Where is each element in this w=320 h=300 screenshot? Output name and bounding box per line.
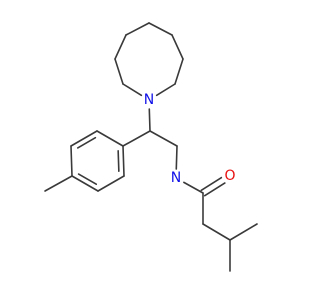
azepane-bond [174,58,184,85]
carbonyl-double-bond [200,176,223,192]
amide-n-backdrop [168,170,184,186]
atom-label-group: N N O [141,92,238,186]
ch-ch2-bond [149,130,178,147]
ring-bond [71,175,99,192]
methyl-bond [44,175,73,192]
ring-bond [96,130,124,147]
ring-bond [70,130,98,147]
ch2-n-bond [175,145,178,170]
amine-n-backdrop [141,92,157,108]
bond-group [44,22,258,272]
azepane-bond [171,34,184,60]
amine-nitrogen-label: N [144,92,154,108]
azepane-bond [122,83,143,97]
azepane-bond [114,34,127,60]
aromatic-double-bond [117,150,120,172]
aromatic-double-bond [77,173,98,186]
azepane-bond [125,22,150,36]
methyl-bond [229,223,258,241]
azepane-bond [155,83,176,97]
structure-diagram: N N O [44,22,258,272]
aryl-attach-bond [122,130,151,147]
azepane-bond [148,22,173,36]
ring-bond [70,145,73,177]
azepane-bond [114,58,124,85]
n-ch-bond [148,108,151,132]
amide-nitrogen-label: N [171,170,181,186]
ring-bond [122,145,125,177]
carbonyl-o-backdrop [222,168,238,184]
aromatic-double-bond [76,136,97,149]
carbonyl-oxygen-label: O [224,168,235,184]
ring-bond [97,175,125,192]
carbonyl-double-bond [203,182,226,197]
molecule-drawing: N N O [44,22,258,272]
amide-bond [183,181,204,194]
ch-bond [202,223,231,241]
